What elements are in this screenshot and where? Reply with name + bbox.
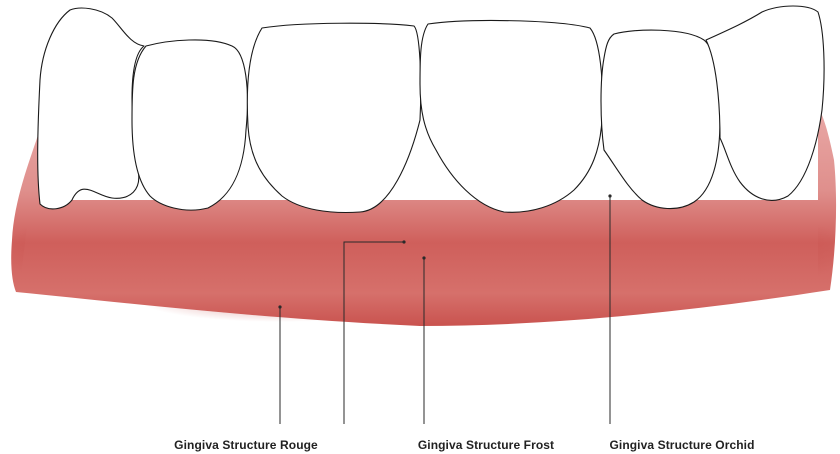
leader-dot-orchid <box>608 194 611 197</box>
leader-dot-frost-b <box>422 256 425 259</box>
callout-labels: Gingiva Structure Rouge Gingiva Structur… <box>174 438 754 452</box>
label-gingiva-frost: Gingiva Structure Frost <box>418 438 554 452</box>
label-gingiva-orchid: Gingiva Structure Orchid <box>609 438 754 452</box>
tooth-right-lateral <box>601 30 720 209</box>
label-gingiva-rouge: Gingiva Structure Rouge <box>174 438 318 452</box>
tooth-right-central <box>420 21 603 213</box>
teeth <box>38 6 824 212</box>
leader-dot-frost-a <box>402 240 405 243</box>
tooth-left-central <box>247 23 420 212</box>
tooth-left-canine <box>38 8 144 209</box>
leader-dot-rouge <box>278 305 281 308</box>
tooth-right-canine <box>706 6 824 200</box>
tooth-left-lateral <box>132 40 247 210</box>
